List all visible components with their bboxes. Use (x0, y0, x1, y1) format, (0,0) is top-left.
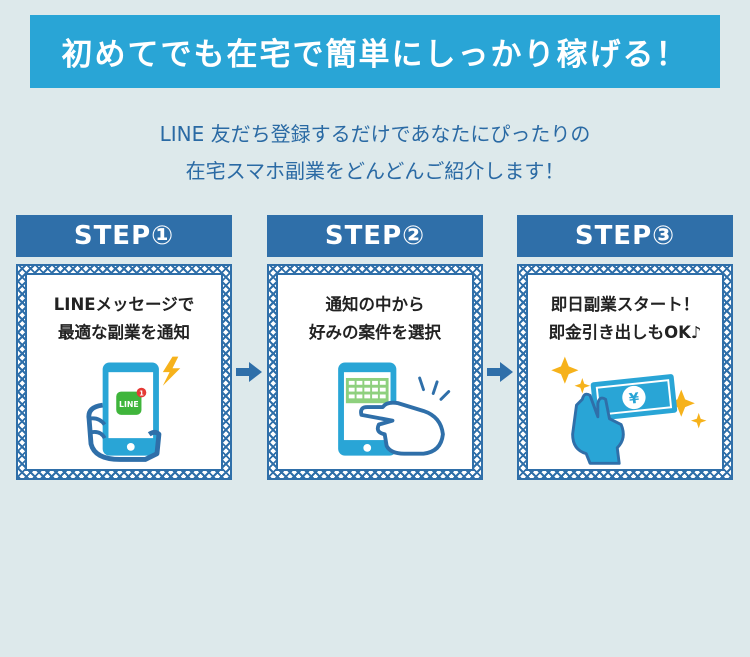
step-1-card: LINEメッセージで 最適な副業を通知 LINE 1 (16, 264, 232, 480)
step-3-label: STEP③ (517, 215, 733, 257)
step-2-card: 通知の中から 好みの案件を選択 (267, 264, 483, 480)
phone-line-notification-icon: LINE 1 (86, 356, 181, 462)
step-1: STEP① LINEメッセージで 最適な副業を通知 LINE 1 (16, 215, 232, 480)
headline-text: 初めてでも在宅で簡単にしっかり稼げる！ (61, 37, 689, 73)
step-2: STEP② 通知の中から 好みの案件を選択 (267, 215, 483, 480)
phone-tap-icon (338, 362, 451, 456)
svg-text:1: 1 (139, 389, 144, 397)
step-2-text: 通知の中から 好みの案件を選択 (309, 295, 441, 342)
step-2-label: STEP② (267, 215, 483, 257)
step-3-card: 即日副業スタート！ 即金引き出しもOK♪ ¥ (517, 264, 733, 480)
arrow-right-icon (487, 362, 513, 382)
intro-line-1: LINE 友だち登録するだけであなたにぴったりの (159, 122, 591, 146)
hand-money-icon: ¥ (551, 356, 707, 465)
step-3: STEP③ 即日副業スタート！ 即金引き出しもOK♪ ¥ (517, 215, 733, 480)
step-3-text: 即日副業スタート！ 即金引き出しもOK♪ (548, 295, 702, 342)
headline-banner: 初めてでも在宅で簡単にしっかり稼げる！ (30, 15, 720, 88)
intro-text: LINE 友だち登録するだけであなたにぴったりの 在宅スマホ副業をどんどんご紹介… (0, 116, 750, 190)
intro-line-2: 在宅スマホ副業をどんどんご紹介します！ (185, 159, 565, 183)
arrow-right-icon (236, 362, 262, 382)
svg-text:¥: ¥ (628, 390, 640, 408)
step-1-text: LINEメッセージで 最適な副業を通知 (53, 295, 195, 342)
svg-text:LINE: LINE (119, 400, 139, 409)
step-1-label: STEP① (16, 215, 232, 257)
